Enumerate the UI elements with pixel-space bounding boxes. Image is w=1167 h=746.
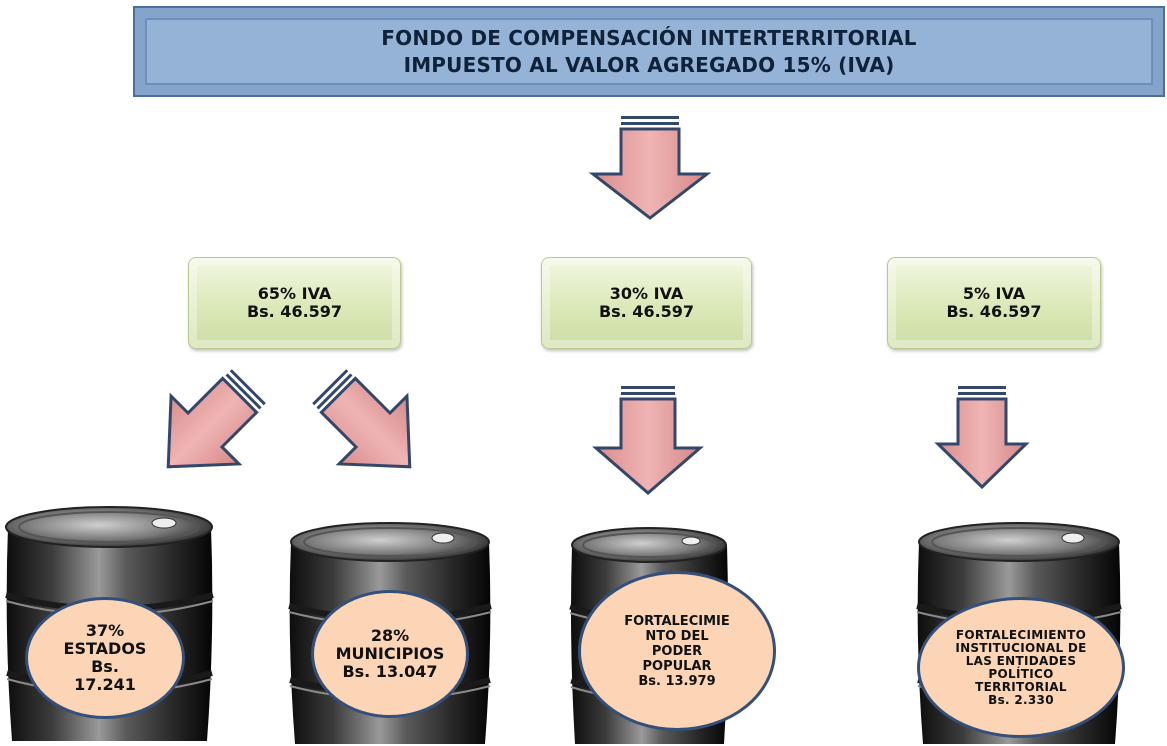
allocation-box-65: 65% IVA Bs. 46.597 bbox=[188, 257, 401, 349]
down-arrow-icon bbox=[588, 116, 712, 220]
allocation-box-5: 5% IVA Bs. 46.597 bbox=[887, 257, 1101, 349]
destination-line: Bs. 13.979 bbox=[638, 673, 716, 689]
destination-line: Bs. bbox=[91, 657, 119, 676]
down-arrow-icon bbox=[591, 386, 705, 495]
allocation-percent: 65% IVA bbox=[257, 284, 332, 303]
destination-line: POPULAR bbox=[642, 658, 712, 674]
destination-line: MUNICIPIOS bbox=[335, 644, 445, 663]
title-line-1: FONDO DE COMPENSACIÓN INTERTERRITORIAL bbox=[381, 25, 917, 50]
destination-line: ESTADOS bbox=[63, 639, 147, 658]
destination-line: LAS ENTIDADES bbox=[965, 653, 1077, 668]
allocation-box-30: 30% IVA Bs. 46.597 bbox=[541, 257, 752, 349]
destination-line: TERRITORIAL bbox=[975, 679, 1067, 694]
allocation-percent: 30% IVA bbox=[609, 284, 684, 303]
title-line-2: IMPUESTO AL VALOR AGREGADO 15% (IVA) bbox=[403, 52, 895, 77]
destination-line: FORTALECIMIENTO bbox=[955, 627, 1087, 642]
destination-estados: 37% ESTADOS Bs. 17.241 bbox=[25, 597, 185, 719]
allocation-amount: Bs. 46.597 bbox=[598, 302, 695, 321]
title-banner: FONDO DE COMPENSACIÓN INTERTERRITORIAL I… bbox=[133, 6, 1165, 97]
destination-line: Bs. 2.330 bbox=[988, 692, 1054, 707]
destination-line: 28% bbox=[370, 626, 410, 645]
destination-line: 37% bbox=[85, 621, 125, 640]
allocation-amount: Bs. 46.597 bbox=[246, 302, 343, 321]
down-left-arrow-icon bbox=[166, 369, 266, 469]
destination-line: PODER bbox=[651, 643, 703, 659]
destination-line: 17.241 bbox=[74, 675, 136, 694]
allocation-percent: 5% IVA bbox=[962, 284, 1026, 303]
down-right-arrow-icon bbox=[312, 369, 412, 469]
destination-line: POLÍTICO bbox=[988, 666, 1054, 681]
destination-municipios: 28% MUNICIPIOS Bs. 13.047 bbox=[311, 590, 469, 718]
allocation-amount: Bs. 46.597 bbox=[946, 302, 1042, 321]
destination-poder-popular: FORTALECIMIE NTO DEL PODER POPULAR Bs. 1… bbox=[578, 571, 776, 731]
destination-entidades-territoriales: FORTALECIMIENTO INSTITUCIONAL DE LAS ENT… bbox=[917, 597, 1125, 738]
destination-line: NTO DEL bbox=[645, 628, 709, 644]
destination-line: FORTALECIMIE bbox=[624, 613, 730, 629]
down-arrow-icon bbox=[934, 386, 1030, 490]
destination-line: Bs. 13.047 bbox=[342, 662, 438, 681]
destination-line: INSTITUCIONAL DE bbox=[955, 640, 1087, 655]
